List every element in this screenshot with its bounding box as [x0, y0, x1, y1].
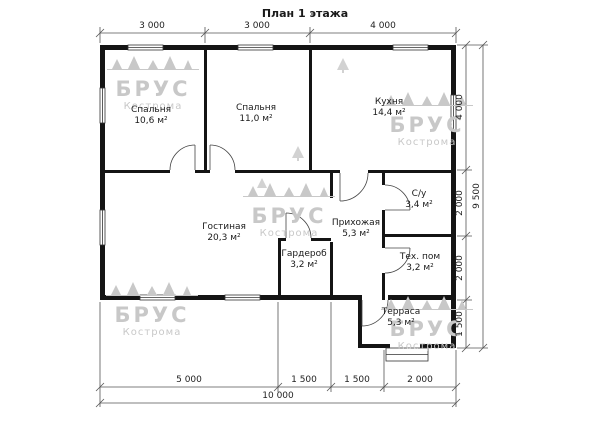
room-label-living-room: Гостиная 20,3 м² — [202, 222, 246, 244]
dim-top-1: 3 000 — [139, 21, 165, 31]
room-name: Терраса — [381, 307, 421, 318]
room-area: 11,0 м² — [239, 114, 273, 124]
trees-icon — [243, 183, 335, 197]
watermark-city: Кострома — [397, 341, 457, 353]
room-name: Прихожая — [331, 218, 381, 229]
room-name: Спальня — [235, 103, 277, 114]
room-name: Тех. пом — [399, 252, 441, 263]
room-label-wardrobe: Гардероб 3,2 м² — [281, 249, 326, 271]
trees-icon — [107, 56, 199, 70]
dim-right-total: 9 500 — [472, 183, 482, 209]
dim-bottom-4: 2 000 — [407, 375, 433, 385]
room-label-tech-room: Тех. пом 3,2 м² — [400, 252, 440, 274]
watermark: БРУС Кострома — [243, 183, 335, 239]
room-name: Спальня — [130, 105, 172, 116]
room-area: 14,4 м² — [372, 108, 406, 118]
room-area: 3,2 м² — [406, 263, 434, 273]
dim-top-3: 4 000 — [370, 21, 396, 31]
watermark-city: Кострома — [397, 137, 457, 149]
page-title: План 1 этажа — [261, 7, 349, 20]
room-area: 3,2 м² — [290, 260, 318, 270]
room-area: 3,4 м² — [405, 200, 433, 210]
room-label-bedroom-1: Спальня 10,6 м² — [131, 105, 171, 127]
room-name: Кухня — [374, 97, 404, 108]
watermark-city: Кострома — [122, 327, 182, 339]
room-label-bedroom-2: Спальня 11,0 м² — [236, 103, 276, 125]
dim-right-1: 4 000 — [455, 94, 465, 120]
dimension-lines — [95, 27, 488, 408]
dim-bottom-1: 5 000 — [176, 375, 202, 385]
room-name: Гостиная — [202, 222, 246, 233]
room-label-terrace: Терраса 5,3 м² — [382, 307, 420, 329]
room-area: 5,3 м² — [387, 318, 415, 328]
dim-bottom-2: 1 500 — [291, 375, 317, 385]
room-name: С/у — [411, 189, 427, 200]
room-area: 20,3 м² — [207, 233, 241, 243]
dim-bottom-3: 1 500 — [344, 375, 370, 385]
watermark-brand: БРУС — [115, 77, 191, 101]
watermark-brand: БРУС — [114, 303, 190, 327]
dim-right-4: 1 500 — [455, 311, 465, 337]
dim-top-2: 3 000 — [244, 21, 270, 31]
watermark-brand: БРУС — [251, 204, 327, 228]
dim-right-2: 2 000 — [455, 190, 465, 216]
room-label-hallway: Прихожая 5,3 м² — [332, 218, 380, 240]
room-label-bathroom: С/у 3,4 м² — [405, 189, 433, 211]
watermark: БРУС Кострома — [107, 56, 199, 112]
room-area: 10,6 м² — [134, 116, 168, 126]
room-area: 5,3 м² — [342, 229, 370, 239]
watermark-city: Кострома — [259, 228, 319, 240]
walls — [100, 45, 456, 348]
entrance-steps — [385, 347, 429, 362]
room-name: Гардероб — [281, 249, 327, 260]
dim-bottom-total: 10 000 — [262, 391, 294, 401]
room-label-kitchen: Кухня 14,4 м² — [372, 97, 405, 119]
trees-icon — [106, 282, 198, 296]
watermark: БРУС Кострома — [106, 282, 198, 338]
dim-right-3: 2 000 — [455, 255, 465, 281]
